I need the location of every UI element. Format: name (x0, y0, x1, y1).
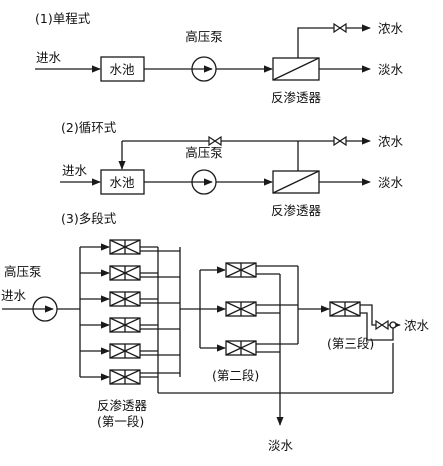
stage1-module (109, 317, 141, 333)
multistage-product-label: 淡水 (268, 438, 294, 453)
recirculation-product-label: 淡水 (378, 175, 404, 190)
stage1-membrane-modules (109, 239, 141, 385)
recirculation-concentrate-valve-icon (333, 136, 347, 146)
stage1-module (109, 343, 141, 359)
stage1-module (109, 265, 141, 281)
stage1-outlet-stubs (140, 246, 158, 378)
stage1-label-line2: (第一段) (97, 414, 144, 429)
stage2-module (225, 262, 257, 278)
stage1-module (109, 369, 141, 385)
recirculation-membrane-label: 反渗透器 (271, 203, 322, 218)
stage3-concentrate-label: 浓水 (404, 318, 430, 333)
stage1-concentrate-branches (140, 250, 180, 374)
single-pass-concentrate-label: 浓水 (378, 21, 404, 36)
single-pass-tank-label: 水池 (109, 62, 135, 77)
single-pass-heading: (1)单程式 (35, 11, 91, 26)
single-pass-section: (1)单程式 进水 水池 高压泵 反渗透器 浓水 淡水 (35, 11, 404, 105)
multistage-heading: (3)多段式 (61, 211, 117, 226)
stage2-feed-branches (200, 266, 226, 352)
recirculation-pump-label: 高压泵 (185, 145, 223, 160)
recirculation-concentrate-label: 浓水 (378, 134, 404, 149)
stage3-label: (第三段) (327, 336, 374, 351)
stage1-feed-branches (80, 243, 110, 381)
stage1-label-line1: 反渗透器 (97, 398, 148, 413)
multistage-pump-label: 高压泵 (4, 264, 42, 279)
stage2-outlet-stubs (256, 265, 298, 353)
single-pass-product-label: 淡水 (378, 62, 404, 77)
stage2-label: (第二段) (212, 368, 259, 383)
stage3-valve-icon (375, 320, 389, 330)
recirculation-inlet-label: 进水 (62, 163, 88, 178)
single-pass-valve-icon (333, 23, 347, 33)
recirculation-heading: (2)循环式 (61, 120, 117, 135)
multistage-section: (3)多段式 高压泵 进水 (1, 211, 430, 453)
stage2-membrane-modules (225, 262, 257, 356)
recirculation-section: (2)循环式 进水 水池 高压泵 反渗透器 浓水 淡水 (60, 120, 404, 218)
single-pass-inlet-label: 进水 (36, 50, 62, 65)
recirculation-tank-label: 水池 (109, 175, 135, 190)
single-pass-pump-label: 高压泵 (185, 29, 223, 44)
stage2-module (225, 340, 257, 356)
stage1-module (109, 291, 141, 307)
stage3-module (329, 301, 361, 317)
single-pass-membrane-label: 反渗透器 (271, 90, 322, 105)
stage2-module (225, 301, 257, 317)
multistage-inlet-label: 进水 (1, 288, 27, 303)
stage3-permeate-pipe (360, 312, 394, 341)
recirculation-return-valve-icon (208, 136, 222, 146)
stage3-tee-icon (389, 321, 397, 329)
stage1-module (109, 239, 141, 255)
